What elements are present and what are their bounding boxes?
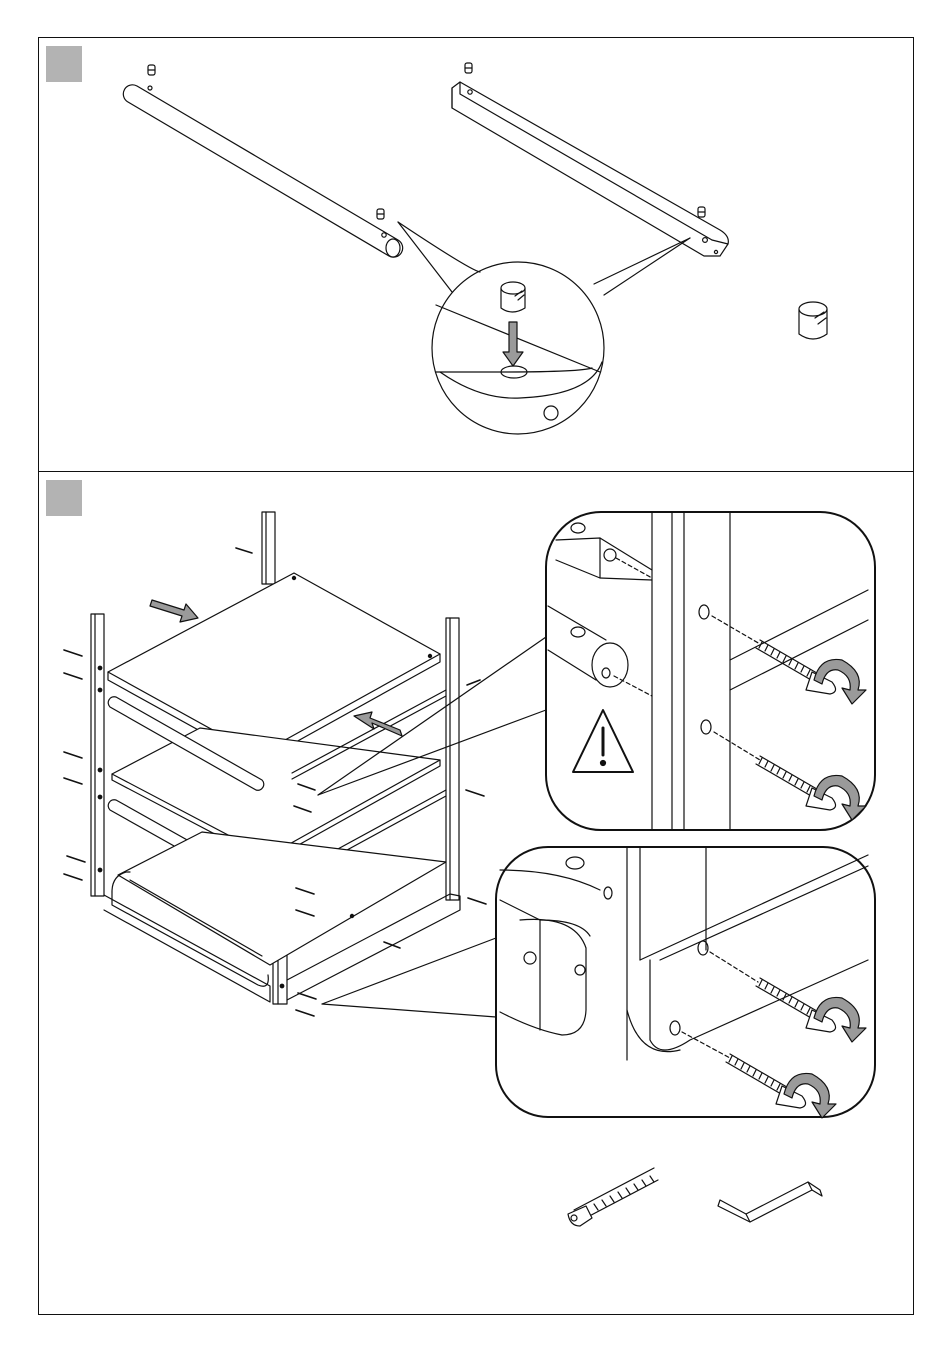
cam-nut-legend-icon [799,302,827,339]
connector-bolt-legend-icon [568,1168,658,1226]
base-bolt-detail-callout [496,847,875,1118]
round-rod [123,85,402,257]
hex-key-legend-icon [718,1182,822,1222]
cam-nut-detail-callout [398,222,690,434]
left-back-post [262,512,275,584]
flat-rail [452,82,728,256]
left-front-post [91,614,104,896]
rod-top-cam-nut [148,65,155,75]
step-2-illustration [64,512,875,1226]
top-shelf-arrow-icon [150,600,198,622]
step-1-illustration [123,63,827,434]
rail-top-cam-nut [465,63,472,73]
rod-bolt-detail-callout [546,512,875,830]
rail-end-cam-nut [698,207,705,217]
cam-nut-enlarged [501,282,525,312]
right-back-post [446,618,459,900]
rod-end-cam-nut [377,209,384,219]
